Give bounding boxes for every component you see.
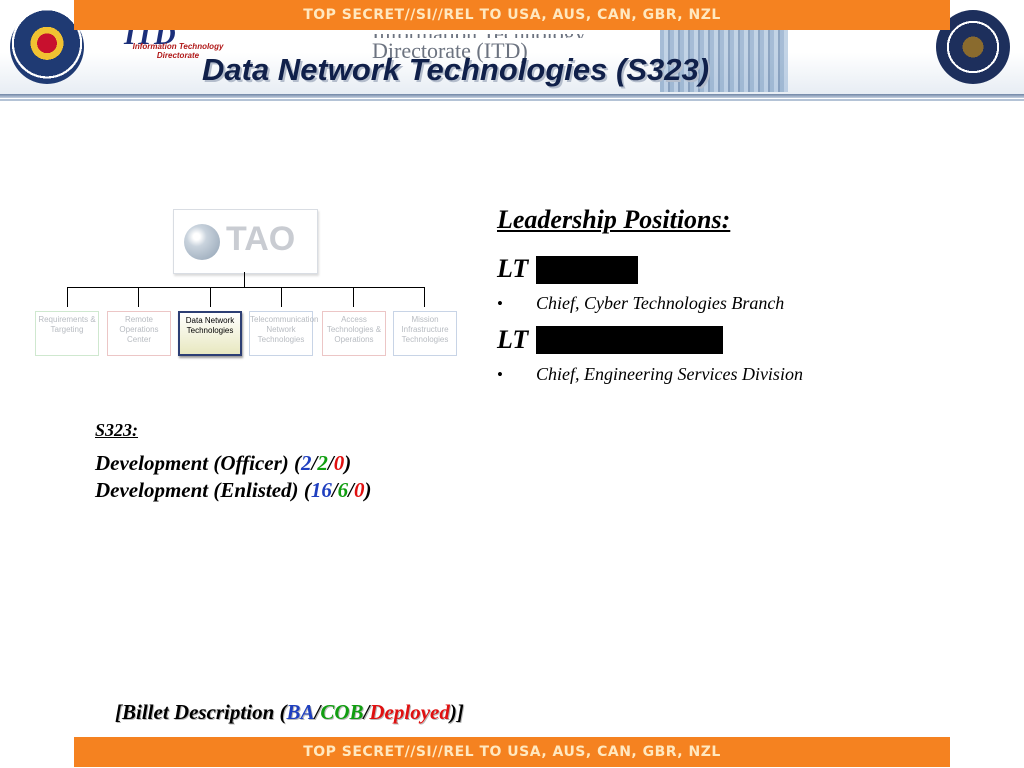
billet-row: Development (Officer) (2/2/0)	[95, 451, 351, 476]
classification-banner-top: TOP SECRET//SI//REL TO USA, AUS, CAN, GB…	[74, 0, 950, 30]
billet-deployed-count: 0	[354, 478, 365, 502]
billet-cob-label: COB	[320, 700, 364, 724]
org-chart-tao-box: TAO	[173, 209, 318, 274]
header-rule	[0, 94, 1024, 98]
billet-row: Development (Enlisted) (16/6/0)	[95, 478, 372, 503]
redaction-bar	[536, 256, 638, 284]
sep: /	[327, 451, 334, 475]
org-unit-data-network-technologies: Data Network Technologies	[178, 311, 242, 356]
billet-suffix: )]	[449, 700, 464, 724]
billet-row-label: Development (Enlisted)	[95, 478, 304, 502]
itd-subtitle: Information Technology Directorate	[132, 42, 224, 60]
org-connector-drop	[281, 287, 282, 307]
itd-logo-text: ITD	[123, 28, 176, 51]
org-connector-vertical	[244, 272, 245, 287]
section-title: S323:	[95, 420, 139, 440]
paren-open: (	[294, 451, 302, 475]
sep: /	[314, 700, 321, 724]
paren-close: )	[364, 478, 372, 502]
org-connector-drop	[67, 287, 68, 307]
billet-row-label: Development (Officer)	[95, 451, 295, 475]
bullet: •	[497, 365, 503, 384]
sep: /	[331, 478, 338, 502]
redaction-bar	[536, 326, 723, 354]
billet-prefix: [Billet Description (	[115, 700, 287, 724]
itd-text-top: Information Technology	[372, 34, 586, 38]
paren-open: (	[303, 478, 311, 502]
billet-deployed-count: 0	[333, 451, 345, 475]
header-rule-secondary	[0, 99, 1024, 101]
building-image	[660, 30, 788, 92]
fleet-cyber-command-seal-icon	[10, 10, 84, 84]
leader-role: Chief, Cyber Technologies Branch	[536, 293, 785, 313]
org-unit-requirements-targeting: Requirements & Targeting	[35, 311, 99, 356]
billet-deployed-label: Deployed	[369, 700, 450, 724]
itd-text-bottom: Directorate (ITD)	[372, 38, 528, 63]
org-connector-drop	[138, 287, 139, 307]
org-chart-tao-label: TAO	[226, 220, 296, 258]
leader-rank: LT	[497, 254, 529, 283]
itd-logo: ITD	[123, 28, 176, 51]
leader-rank: LT	[497, 325, 529, 354]
org-connector-drop	[210, 287, 211, 307]
org-connector-drop	[424, 287, 425, 307]
billet-ba-count: 2	[301, 451, 312, 475]
org-unit-remote-operations-center: Remote Operations Center	[107, 311, 171, 356]
globe-icon	[184, 224, 220, 260]
billet-ba-label: BA	[286, 700, 315, 724]
sep: /	[363, 700, 370, 724]
org-unit-mission-infrastructure-technologies: Mission Infrastructure Technologies	[393, 311, 457, 356]
page-title: Data Network Technologies (S323)	[202, 52, 710, 87]
sep: /	[348, 478, 354, 502]
classification-banner-bottom: TOP SECRET//SI//REL TO USA, AUS, CAN, GB…	[74, 737, 950, 767]
bullet: •	[497, 294, 503, 313]
org-connector-drop	[353, 287, 354, 307]
itd-text: Information Technology Directorate (ITD)	[372, 34, 586, 64]
leadership-title: Leadership Positions:	[497, 205, 731, 234]
leader-role: Chief, Engineering Services Division	[536, 364, 803, 384]
billet-cob-count: 6	[337, 478, 349, 502]
org-unit-telecommunication-network-technologies: Telecommunication Network Technologies	[249, 311, 318, 356]
paren-close: )	[344, 451, 352, 475]
org-unit-access-technologies-operations: Access Technologies & Operations	[322, 311, 386, 356]
billet-cob-count: 2	[317, 451, 328, 475]
org-connector-horizontal	[67, 287, 425, 288]
billet-ba-count: 16	[310, 478, 332, 502]
sep: /	[311, 451, 318, 475]
billet-description-legend: [Billet Description (BA/COB/Deployed)]	[115, 700, 464, 725]
